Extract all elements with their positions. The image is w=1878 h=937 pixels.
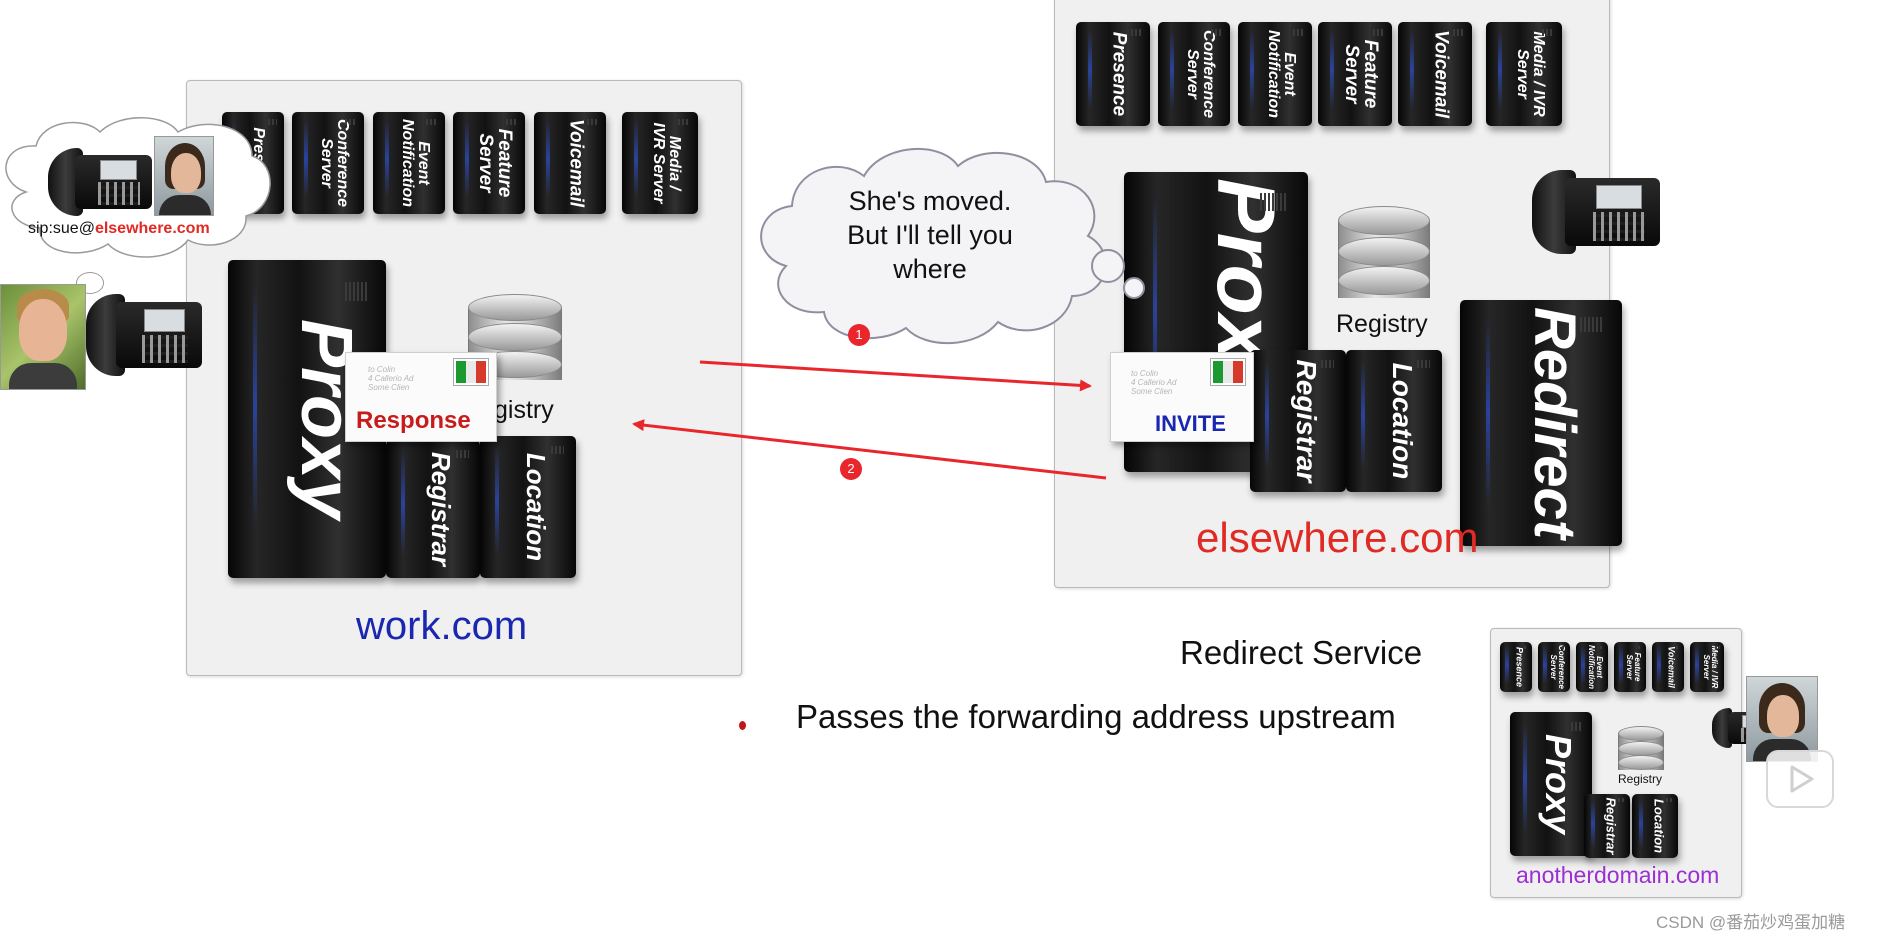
redirect-cloud-text: She's moved. But I'll tell you where (847, 186, 1013, 284)
invite-arrow (699, 360, 1092, 392)
sip-domain: elsewhere.com (94, 220, 210, 237)
redirect-speech-cloud (760, 147, 1145, 345)
elsewhere-registrar-server: Registrar (1250, 350, 1346, 492)
another-server-feature: Feature Server (1614, 642, 1646, 692)
elsewhere-redirect-server: Redirect (1460, 300, 1622, 546)
work-registrar-server: Registrar (386, 440, 480, 578)
work-location-server: Location (480, 436, 576, 578)
another-server-conference: Conference Server (1538, 642, 1570, 692)
another-domain-label: anotherdomain.com (1516, 862, 1720, 888)
response-arrow (632, 419, 1107, 480)
work-domain-label: work.com (356, 604, 528, 648)
slide-bullet-text: Passes the forwarding address upstream (796, 698, 1396, 735)
another-registrar-server: Registrar (1584, 794, 1630, 858)
elsewhere-server-feature: Feature Server (1318, 22, 1392, 126)
sue-phone (48, 148, 152, 216)
elsewhere-server-media-ivr: Media / IVR Server (1486, 22, 1562, 126)
elsewhere-server-conference: Conference Server (1158, 22, 1230, 126)
another-location-server: Location (1632, 794, 1678, 858)
elsewhere-registry-database (1338, 206, 1430, 310)
elsewhere-domain-label: elsewhere.com (1196, 514, 1479, 561)
elsewhere-registry-label: Registry (1336, 310, 1428, 338)
play-icon (1790, 765, 1814, 793)
sip-prefix: sip:sue@ (28, 220, 95, 237)
another-proxy-server: Proxy (1510, 712, 1592, 856)
work-server-feature: Feature Server (453, 112, 525, 214)
another-server-presence: Presence (1500, 642, 1532, 692)
elsewhere-location-server: Location (1346, 350, 1442, 492)
another-server-voicemail: Voicemail (1652, 642, 1684, 692)
sue-avatar (154, 136, 214, 216)
elsewhere-phone (1532, 170, 1660, 254)
another-registry-database (1618, 726, 1664, 776)
step-2-badge: 2 (840, 458, 862, 480)
another-registry-label: Registry (1618, 772, 1663, 786)
slide-title: Redirect Service (1180, 634, 1423, 671)
bullet-dot (739, 721, 746, 730)
work-server-event-notification: Event Notification (373, 112, 445, 214)
bob-phone (86, 294, 202, 376)
step-1-badge: 1 (848, 324, 870, 346)
bob-avatar (0, 284, 86, 390)
elsewhere-server-voicemail: Voicemail (1398, 22, 1472, 126)
sue-sip-address: sip:sue@elsewhere.com (28, 220, 210, 238)
another-server-event: Event Notification (1576, 642, 1608, 692)
watermark: CSDN @番茄炒鸡蛋加糖 (1656, 913, 1846, 932)
work-registry-label: gistry (494, 396, 554, 424)
elsewhere-server-presence: Presence (1076, 22, 1150, 126)
work-server-media-ivr: Media / IVR Server (622, 112, 698, 214)
another-server-media-ivr: Media / IVR Server (1690, 642, 1724, 692)
elsewhere-server-event-notification: Event Notification (1238, 22, 1312, 126)
work-server-voicemail: Voicemail (534, 112, 606, 214)
play-button[interactable] (1766, 750, 1834, 808)
work-server-conference: Conference Server (292, 112, 364, 214)
